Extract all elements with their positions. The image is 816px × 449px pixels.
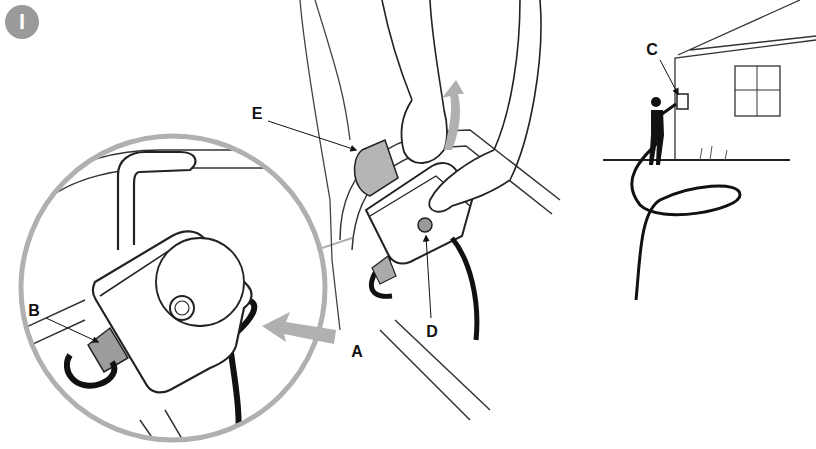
house-scene-part [700,146,727,160]
house-scene-part [735,66,780,116]
leader-lines-part [46,318,98,342]
callout-letter: B [28,303,40,319]
mower-scene-part [372,256,396,284]
house-scene-part [735,66,780,116]
magnified-view [20,136,325,449]
house-scene-part [632,140,740,300]
house-scene-part [651,97,661,107]
mower-scene-part [442,80,464,150]
magnifier-link [322,238,352,248]
leader-lines-part [262,312,336,344]
magnified-view-part [156,238,244,326]
step-badge [5,5,39,39]
mower-scene-part [300,0,350,330]
mower-scene-part [402,100,447,163]
leader-lines [46,60,678,344]
magnified-view-part [40,168,300,205]
mower-scene [300,0,560,420]
leader-lines-part [426,236,431,318]
house-scene-part [677,94,688,109]
house-scene-part [662,104,676,114]
callout-letter: A [351,344,363,360]
mower-scene-part [371,238,476,340]
step-number: I [19,11,25,33]
house-scene-part [603,159,790,161]
house-scene [603,0,816,300]
callout-letter: C [646,42,658,58]
mower-scene-part [380,320,490,420]
magnified-view-part [21,136,325,440]
mower-scene-part [354,140,398,196]
magnified-view-part [170,296,194,320]
mower-scene-part [429,150,510,212]
magnified-view-part [175,301,189,315]
callout-letter: D [426,324,438,340]
magnified-view-part [140,410,188,449]
mower-scene-part [418,218,432,232]
mower-scene-part [494,0,541,180]
magnified-view-part [93,231,252,392]
mower-scene-part [382,0,444,110]
leader-lines-part [268,121,356,150]
magnified-view-part [67,355,114,386]
house-scene-part [675,0,816,160]
callout-letter: E [252,106,263,122]
magnifier-ring [21,136,325,440]
leader-lines-part [660,60,678,94]
house-scene-part [649,110,664,165]
